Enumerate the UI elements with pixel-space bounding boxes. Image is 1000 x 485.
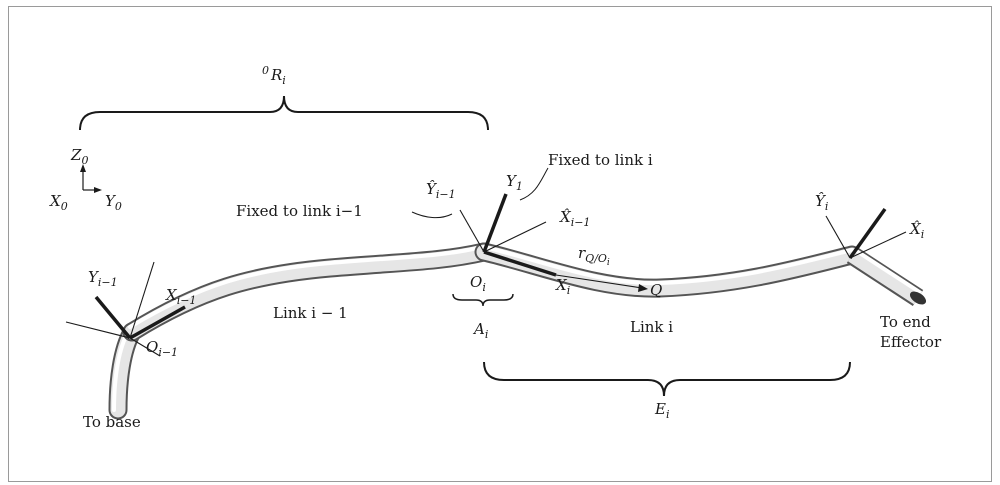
manipulator-tube bbox=[108, 242, 927, 420]
fixed-link-i-label: Fixed to link i bbox=[548, 151, 653, 169]
fixed-link-i-minus-1-label: Fixed to link i−1 bbox=[236, 202, 363, 220]
figure-frame bbox=[8, 6, 992, 482]
x0-label: X0 bbox=[49, 192, 68, 213]
to-end-label: To end bbox=[880, 313, 931, 331]
rotation-sub: i bbox=[282, 74, 286, 87]
leader-fixed-link-i-minus-1 bbox=[411, 211, 453, 219]
r-q-label: rQ/Oi bbox=[578, 244, 610, 268]
frame-o-i-minus-1 bbox=[65, 261, 186, 357]
xhat-i-minus-1-label: X̂i−1 bbox=[559, 208, 590, 229]
a-i-label: Ai bbox=[472, 320, 488, 341]
o-i-minus-1-label: Oi−1 bbox=[146, 338, 178, 359]
tube-end-cap bbox=[909, 291, 927, 305]
rotation-superscript: 0 bbox=[262, 64, 269, 77]
y1-label: Y1 bbox=[506, 172, 523, 193]
z0-label: Z0 bbox=[70, 146, 88, 167]
o-i-label: Oi bbox=[470, 273, 486, 294]
yhat-i-minus-1-label: Ŷi−1 bbox=[426, 180, 456, 201]
effector-label: Effector bbox=[880, 333, 942, 351]
to-base-label: To base bbox=[83, 413, 141, 431]
x-i-minus-1-label: Xi−1 bbox=[165, 286, 196, 307]
link-i-label: Link i bbox=[630, 318, 673, 336]
bracket-a-i bbox=[452, 293, 514, 307]
bracket-rotation bbox=[79, 95, 489, 131]
x-i-label: Xi bbox=[555, 276, 570, 297]
bracket-e-i bbox=[483, 361, 851, 397]
yhat-i-label: Ŷi bbox=[815, 192, 828, 213]
y-i-minus-1-label: Yi−1 bbox=[88, 268, 118, 289]
y0-label: Y0 bbox=[105, 192, 122, 213]
e-i-label: Ei bbox=[654, 400, 669, 421]
link-i-minus-1-label: Link i − 1 bbox=[273, 304, 348, 322]
base-frame-axes bbox=[80, 164, 102, 193]
q-label: Q bbox=[650, 281, 662, 299]
leader-fixed-link-i bbox=[519, 167, 549, 201]
frame-o-i bbox=[459, 193, 648, 292]
xhat-i-label: X̂i bbox=[909, 220, 924, 241]
rotation-r: R bbox=[270, 66, 282, 84]
frame-end bbox=[825, 207, 907, 260]
